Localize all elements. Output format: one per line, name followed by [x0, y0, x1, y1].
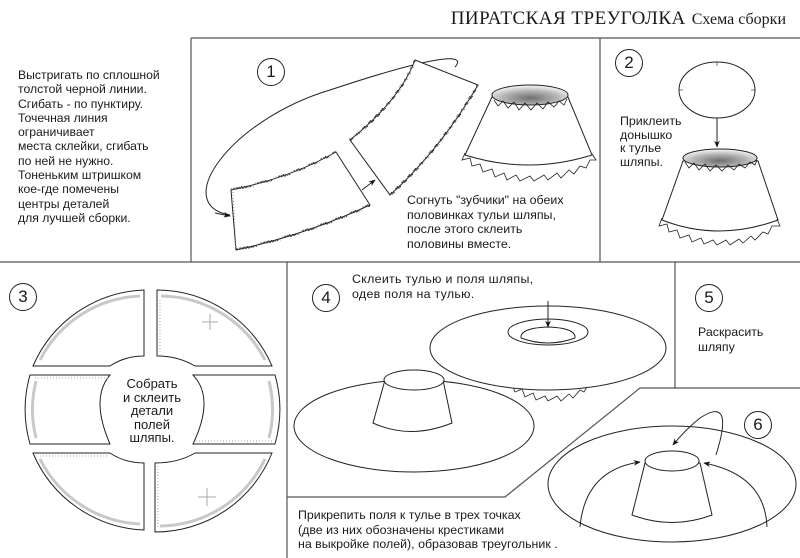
crown-with-top [658, 148, 781, 246]
crown-assembled [461, 84, 597, 182]
page-title: ПИРАТСКАЯ ТРЕУГОЛКА Схема сборки [451, 8, 786, 30]
frame-step6-diagonal [287, 387, 675, 498]
brim-piece-top-left [32, 289, 145, 367]
intro-line: кое-где помечены [18, 182, 120, 197]
panel-frames [0, 37, 800, 558]
brim-piece-right [191, 374, 281, 445]
step1-illustration [205, 58, 597, 252]
step2-line: донышко [620, 127, 673, 142]
step1-line: половины вместе. [407, 236, 512, 251]
brim-piece-bottom-right [154, 452, 273, 533]
step2-instructions: Приклеить донышко к тулье шляпы. [620, 114, 682, 169]
crown-top-disc [678, 61, 756, 119]
step1-arrow-head-left [214, 212, 231, 218]
intro-line: центры деталей [18, 196, 110, 211]
final-crown [631, 462, 713, 523]
step1-line: половинках тульи шляпы, [407, 207, 556, 222]
step6-arrow-back [672, 411, 724, 456]
step6-illustration [547, 411, 797, 543]
step6-instructions: Прикрепить поля к тулье в трех точках (д… [298, 508, 558, 552]
step3-line: Собрать [126, 376, 178, 391]
step2-line: шляпы. [620, 154, 663, 169]
crown-under-brim [501, 379, 595, 402]
step4-line: Склеить тулью и поля шляпы, [352, 272, 534, 286]
step6-line: Прикрепить поля к тулье в трех точках [298, 508, 521, 522]
step3-brim-pattern [24, 289, 281, 533]
step6-arrow-left [579, 460, 641, 528]
intro-line: толстой черной линии. [18, 82, 147, 97]
step3-line: и склеить [122, 389, 181, 405]
step5-instructions: Раскрасить шляпу [698, 325, 763, 354]
crown-half-left [230, 150, 371, 252]
step-number-4: 4 [312, 284, 340, 312]
step1-loop-arrow [205, 58, 458, 216]
step2-line: к тулье [620, 141, 662, 155]
title-main: ПИРАТСКАЯ ТРЕУГОЛКА [450, 8, 686, 29]
step4-line: одев поля на тулью. [352, 286, 475, 301]
step-number-5: 5 [695, 284, 723, 312]
crown-half-right [349, 59, 480, 197]
step-number-3: 3 [9, 283, 37, 311]
step3-instructions: Собрать и склеить детали полей шляпы. [112, 377, 192, 445]
step6-arrow-right [703, 461, 768, 528]
step1-line: Согнуть "зубчики" на обеих [407, 193, 564, 207]
step-number-1: 1 [257, 58, 285, 86]
step6-line: на выкройке полей), образовав треугольни… [298, 537, 558, 551]
step4-illustration [293, 301, 667, 473]
step1-instructions: Согнуть "зубчики" на обеих половинках ту… [407, 193, 564, 251]
step1-line: после этого склеить [407, 222, 523, 236]
step1-arrow-join [361, 179, 376, 191]
brim-piece-left [24, 374, 112, 445]
intro-instructions: Выстригать по сплошной толстой черной ли… [18, 68, 193, 225]
intro-line: ограничивает [18, 125, 95, 140]
intro-line: по ней не нужно. [18, 153, 114, 168]
step2-illustration [658, 61, 781, 246]
step-number-2: 2 [615, 49, 643, 77]
step5-line: шляпу [698, 339, 735, 354]
brim-piece-bottom-left [32, 452, 145, 531]
step6-line: (две из них обозначены крестиками [298, 522, 505, 537]
intro-line: для лучшей сборки. [18, 210, 131, 225]
step3-line: детали [130, 403, 174, 418]
intro-line: места склейки, сгибать [18, 139, 149, 154]
step-number-6: 6 [744, 411, 772, 439]
brim-piece-top-right [156, 289, 273, 367]
intro-line: Точечная линия [18, 110, 108, 125]
step5-line: Раскрасить [698, 325, 764, 339]
step2-line: Приклеить [620, 114, 682, 128]
assembled-hat-side [293, 369, 535, 473]
step3-line: шляпы. [129, 430, 175, 445]
intro-line: Тоненьким штришком [18, 168, 142, 183]
intro-line: Сгибать - по пунктиру. [18, 96, 143, 111]
step3-line: полей [133, 416, 171, 432]
step4-instructions: Склеить тулью и поля шляпы, одев поля на… [352, 272, 533, 301]
title-subtitle: Схема сборки [691, 11, 786, 28]
intro-line: Выстригать по сплошной [18, 68, 160, 82]
